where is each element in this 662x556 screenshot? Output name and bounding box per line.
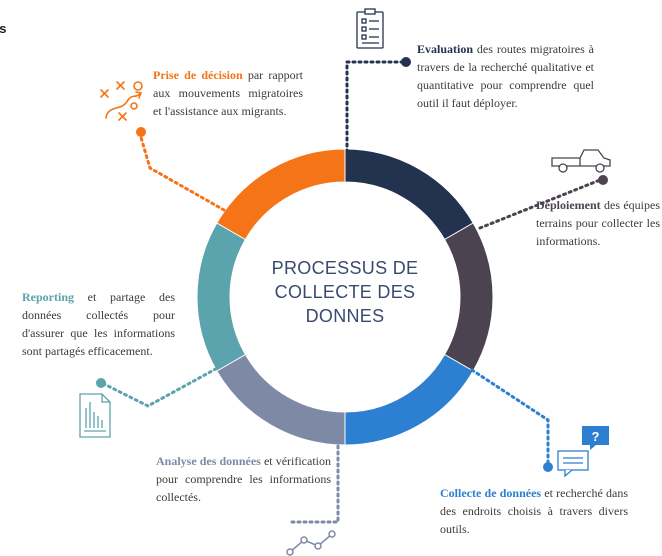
step-decision-title: Prise de décision xyxy=(153,68,243,82)
strategy-play-icon xyxy=(100,81,143,121)
step-decision-text: par rapport aux mouvements migratoires e… xyxy=(153,68,303,118)
ring-segment-reporting xyxy=(196,222,247,372)
connector-evaluation xyxy=(345,60,406,172)
step-collecte-title: Collecte de données xyxy=(440,486,542,500)
connector-decision xyxy=(138,132,226,212)
step-decision: Prise de décision par rapport aux mouvem… xyxy=(153,66,303,120)
connector-dot-collecte xyxy=(543,462,553,472)
step-deploiement-text: des équipes terrains pour collecter les … xyxy=(536,198,660,248)
step-collecte: Collecte de données et recherché dans de… xyxy=(440,484,628,538)
chat-question-glyph: ? xyxy=(592,429,600,444)
step-reporting-text: et partage des données collectés pour d'… xyxy=(22,290,175,358)
step-evaluation-title: Evaluation xyxy=(417,42,474,56)
chat-bubbles-icon: ? xyxy=(557,426,609,478)
connector-collecte xyxy=(470,368,550,464)
ring-segment-evaluation xyxy=(344,148,474,241)
ring-segment-deploiement xyxy=(443,222,494,372)
ring-segment-analyse xyxy=(216,353,346,446)
cropped-heading-line-2: es xyxy=(0,21,7,35)
ring-segment-collecte xyxy=(344,353,474,446)
center-title-line-1: PROCESSUS DE xyxy=(271,258,419,278)
cropped-heading: e es xyxy=(0,8,22,35)
step-deploiement-title: Déploiement xyxy=(536,198,601,212)
step-deploiement: Déploiement des équipes terrains pour co… xyxy=(536,196,660,250)
connector-dot-evaluation xyxy=(401,57,411,67)
step-reporting-title: Reporting xyxy=(22,290,74,304)
connector-dot-reporting xyxy=(96,378,106,388)
step-evaluation-text: des routes migratoires à travers de la r… xyxy=(417,42,594,110)
step-collecte-text: et recherché dans des endroits choisis à… xyxy=(440,486,628,536)
step-reporting: Reporting et partage des données collect… xyxy=(22,288,175,360)
connector-reporting xyxy=(100,358,234,408)
ring-segment-decision xyxy=(216,148,346,241)
process-ring xyxy=(196,148,494,446)
connector-dot-decision xyxy=(136,127,146,137)
report-document-icon xyxy=(79,393,111,438)
center-title-line-3: DONNES xyxy=(305,306,385,326)
connector-deploiement xyxy=(478,178,602,230)
pickup-truck-icon xyxy=(551,149,611,173)
clipboard-checklist-icon xyxy=(356,8,384,49)
connector-dot-deploiement xyxy=(598,175,608,185)
line-graph-icon xyxy=(286,530,336,556)
center-title: PROCESSUS DE COLLECTE DES DONNES xyxy=(250,256,440,328)
connector-analyse xyxy=(288,438,340,524)
step-analyse-text: et vérification pour comprendre les info… xyxy=(156,454,331,504)
center-title-line-2: COLLECTE DES xyxy=(274,282,416,302)
step-analyse-title: Analyse des données xyxy=(156,454,261,468)
step-evaluation: Evaluation des routes migratoires à trav… xyxy=(417,40,594,112)
step-analyse: Analyse des données et vérification pour… xyxy=(156,452,331,506)
